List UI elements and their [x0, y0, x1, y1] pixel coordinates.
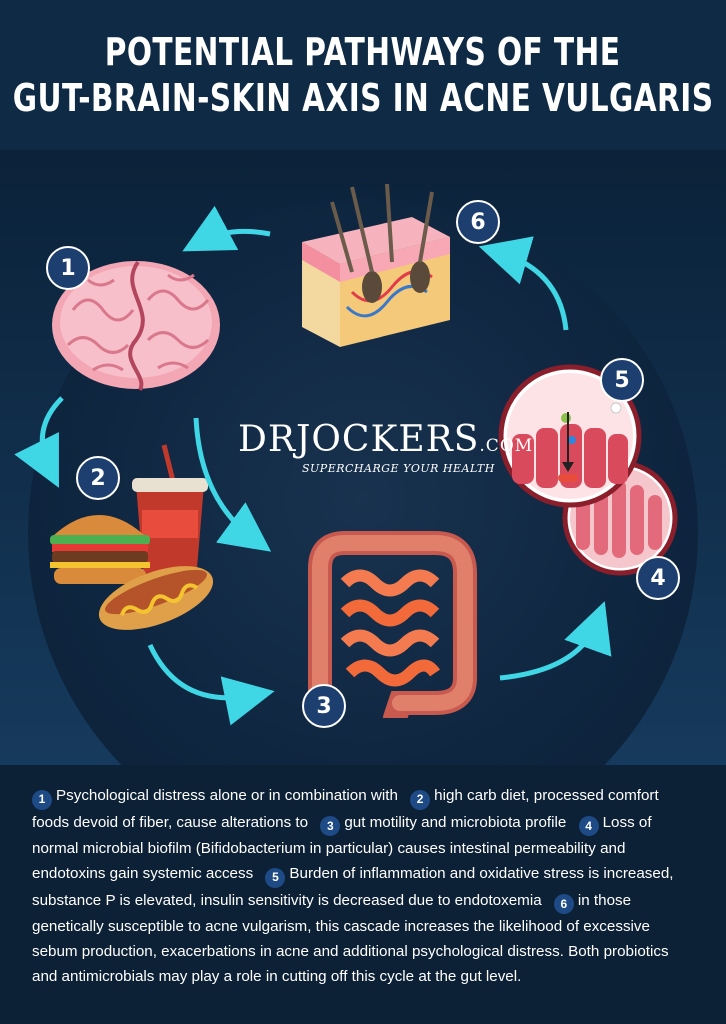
arrow-skin-to-brain: [182, 205, 271, 252]
step-badge-3: 3: [302, 684, 346, 728]
desc-step-2: high carb diet, processed comfort foods …: [32, 787, 659, 831]
skin-cross-section-icon: [292, 182, 457, 357]
intestine-icon: [285, 528, 490, 718]
arrow-food-to-gut: [147, 643, 275, 726]
arrow-brain-to-gut: [193, 417, 272, 552]
logo-tagline: SUPERCHARGE YOUR HEALTH: [302, 462, 495, 475]
intestinal-permeability-icon: [498, 364, 643, 509]
drjockers-logo: DRJOCKERS.COM SUPERCHARGE YOUR HEALTH: [238, 419, 532, 480]
title-line-2: GUT-BRAIN-SKIN AXIS IN ACNE VULGARIS: [12, 76, 714, 120]
logo-wordmark: DRJOCKERS.COM: [238, 419, 532, 466]
inline-badge-6: 6: [553, 894, 574, 914]
step-badge-2: 2: [76, 456, 120, 500]
inline-badge-4: 4: [578, 816, 599, 836]
desc-step-1: Psychological distress alone or in combi…: [56, 787, 398, 804]
step-badge-4: 4: [636, 556, 680, 600]
desc-step-6: in those genetically susceptible to acne…: [32, 891, 669, 986]
inline-badge-2: 2: [410, 789, 431, 810]
logo-main-text: DRJOCKERS: [238, 419, 480, 460]
logo-suffix: .COM: [479, 436, 534, 456]
step-badge-1: 1: [46, 246, 90, 290]
brain-icon: [48, 250, 223, 395]
desc-step-3: gut motility and microbiota profile: [344, 813, 567, 831]
desc-step-4: Loss of normal microbial biofilm (Bifido…: [32, 813, 652, 883]
inline-badge-5: 5: [265, 867, 286, 888]
diagram-stage: 1 2: [0, 150, 726, 765]
arrow-gut-to-biofilm: [499, 601, 612, 681]
inline-badge-3: 3: [320, 816, 341, 836]
junk-food-icon: [44, 440, 214, 635]
arrow-brain-to-food: [14, 396, 64, 488]
desc-step-5: Burden of inflammation and oxidative str…: [32, 865, 674, 909]
header: POTENTIAL PATHWAYS OF THE GUT-BRAIN-SKIN…: [0, 0, 726, 150]
step-badge-5: 5: [600, 358, 644, 402]
arrow-permeability-to-skin: [478, 236, 569, 331]
title-line-1: POTENTIAL PATHWAYS OF THE: [105, 30, 621, 74]
cycle-arrows: [14, 205, 612, 726]
inline-badge-1: 1: [32, 789, 52, 810]
